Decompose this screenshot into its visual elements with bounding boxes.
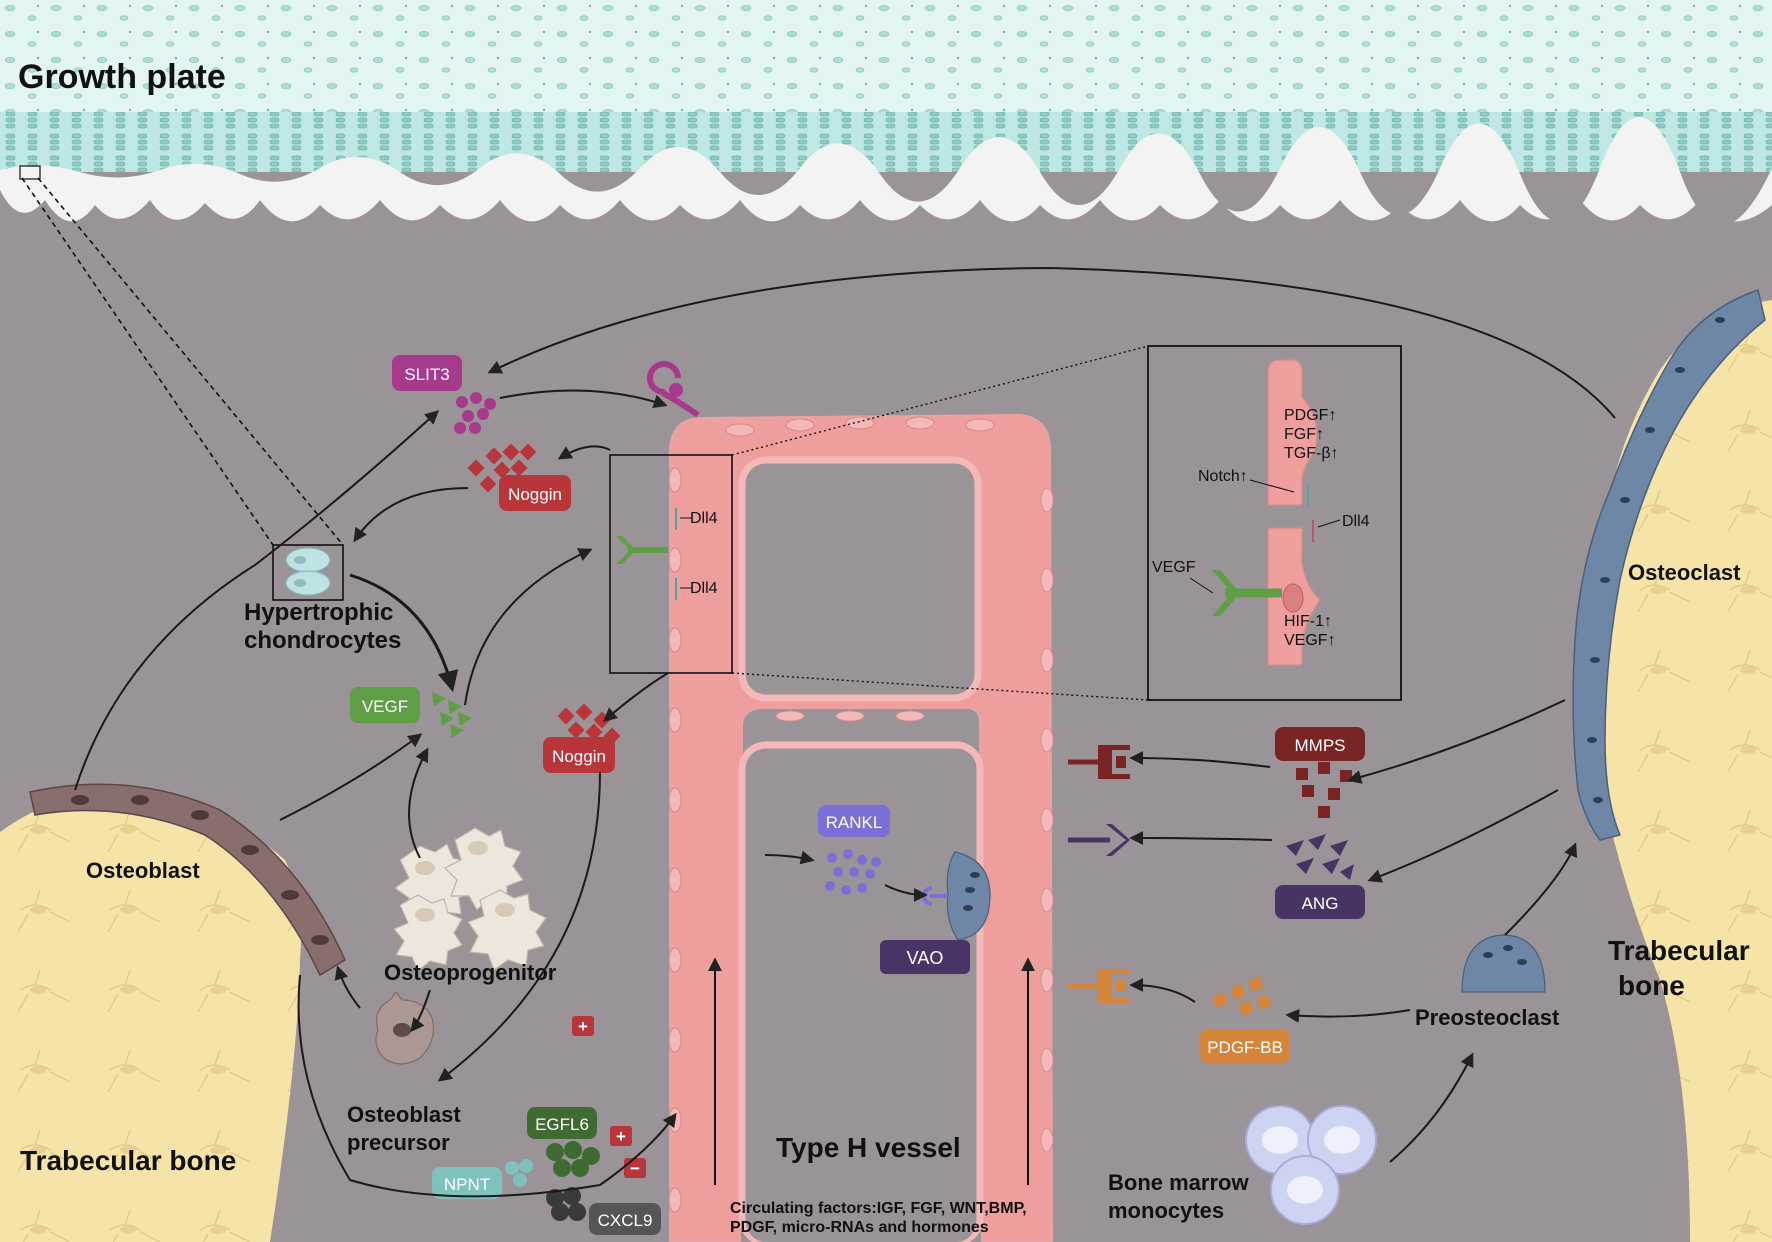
type-h-vessel: Type H vessel Circulating factors:IGF, F… bbox=[668, 413, 1054, 1242]
bone-marrow-monocytes-label-1: Bone marrow bbox=[1108, 1170, 1249, 1195]
npnt-box bbox=[432, 1167, 502, 1199]
slit3-box bbox=[392, 355, 462, 391]
noggin-mid-label: Noggin bbox=[552, 747, 606, 766]
notch-inset: PDGF↑ FGF↑ TGF-β↑ Notch↑ Dll4 VEGF HIF-1… bbox=[1147, 345, 1402, 701]
vessel-zoom-box bbox=[609, 454, 733, 674]
ang-group: ANG bbox=[1275, 834, 1365, 919]
npnt-label: NPNT bbox=[444, 1175, 490, 1194]
dll4-label-a: Dll4 bbox=[690, 510, 718, 527]
inset-pdgf: PDGF↑ bbox=[1284, 407, 1336, 424]
vao-label: VAO bbox=[907, 948, 944, 968]
trabecular-bone-right-label-2: bone bbox=[1618, 970, 1685, 1001]
cxcl9-label: CXCL9 bbox=[598, 1211, 653, 1230]
pathway-arrows bbox=[74, 266, 1616, 1198]
trabecular-bone-right: Trabecular bone bbox=[1594, 300, 1772, 1242]
inset-fgf: FGF↑ bbox=[1284, 426, 1324, 443]
noggin-mid-box bbox=[543, 737, 615, 773]
slit3-label: SLIT3 bbox=[404, 365, 449, 384]
inset-notch: Notch↑ bbox=[1198, 468, 1248, 485]
zoom-source-box bbox=[19, 165, 41, 180]
growth-plate-label: Growth plate bbox=[18, 58, 226, 96]
osteoblast-label: Osteoblast bbox=[86, 858, 200, 883]
cxcl9-box bbox=[589, 1203, 661, 1235]
vegf-box bbox=[350, 687, 420, 723]
mmps-label: MMPS bbox=[1295, 736, 1346, 755]
noggin-top-box bbox=[499, 475, 571, 511]
pdgf-bb-box bbox=[1200, 1029, 1290, 1063]
egfl6-label: EGFL6 bbox=[535, 1115, 589, 1134]
noggin-mid-group: Noggin bbox=[543, 703, 621, 773]
circulating-factors-line1: Circulating factors:IGF, FGF, WNT,BMP, bbox=[730, 1200, 1027, 1217]
osteoprogenitor-label: Osteoprogenitor bbox=[384, 960, 557, 985]
plus-sign-b: + bbox=[616, 1127, 626, 1146]
minus-sign: − bbox=[630, 1159, 640, 1178]
osteoblast-lining: Osteoblast bbox=[29, 783, 346, 977]
mmps-box bbox=[1275, 727, 1365, 761]
preosteoclast-label: Preosteoclast bbox=[1415, 1005, 1560, 1030]
rankl-vao-group: RANKL VAO bbox=[818, 805, 991, 974]
bone-marrow-monocytes: Bone marrow monocytes bbox=[1108, 1105, 1377, 1225]
noggin-top-label: Noggin bbox=[508, 485, 562, 504]
inset-hif1: HIF-1↑ bbox=[1284, 613, 1332, 630]
osteoclast-lining: Osteoclast bbox=[1572, 289, 1766, 841]
trabecular-bone-left-label: Trabecular bone bbox=[20, 1145, 236, 1176]
noggin-top-group: Noggin bbox=[467, 443, 571, 511]
pdgf-bb-label: PDGF-BB bbox=[1207, 1038, 1283, 1057]
bone-marrow-monocytes-label-2: monocytes bbox=[1108, 1198, 1224, 1223]
osteoblast-precursor: Osteoblast precursor bbox=[347, 991, 461, 1155]
type-h-vessel-label: Type H vessel bbox=[776, 1132, 961, 1163]
vegf-group: VEGF bbox=[350, 687, 472, 738]
plus-sign-a: + bbox=[578, 1017, 588, 1036]
rankl-label: RANKL bbox=[826, 813, 883, 832]
vao-box bbox=[880, 940, 970, 974]
growth-plate: Growth plate bbox=[0, 0, 1772, 240]
osteoblast-precursor-label-1: Osteoblast bbox=[347, 1102, 461, 1127]
osteoblast-precursor-label-2: precursor bbox=[347, 1130, 450, 1155]
rankl-box bbox=[818, 805, 890, 837]
pdgf-bb-group: PDGF-BB bbox=[1200, 976, 1290, 1063]
vegf-label: VEGF bbox=[362, 697, 408, 716]
egfl6-npnt-cxcl9: EGFL6 NPNT CXCL9 bbox=[432, 1107, 661, 1235]
trabecular-bone-right-label-1: Trabecular bbox=[1608, 935, 1750, 966]
mmps-group: MMPS bbox=[1275, 727, 1365, 818]
vessel-receptors: Dll4 Dll4 bbox=[616, 508, 718, 600]
inset-vegf-up: VEGF↑ bbox=[1284, 632, 1336, 649]
hypertrophic-chondrocytes: Hypertrophic chondrocytes bbox=[244, 544, 401, 654]
inset-dll4: Dll4 bbox=[1342, 513, 1370, 530]
inset-tgfb: TGF-β↑ bbox=[1284, 445, 1339, 462]
vessel-right-receptors bbox=[1068, 745, 1130, 1003]
osteoclast-label: Osteoclast bbox=[1628, 560, 1741, 585]
egfl6-box bbox=[527, 1107, 597, 1139]
preosteoclast: Preosteoclast bbox=[1415, 934, 1560, 1030]
inset-vegf: VEGF bbox=[1152, 559, 1196, 576]
slit3-group: SLIT3 bbox=[392, 355, 700, 434]
dll4-label-b: Dll4 bbox=[690, 580, 718, 597]
ang-box bbox=[1275, 885, 1365, 919]
ang-label: ANG bbox=[1302, 894, 1339, 913]
circulating-factors-line2: PDGF, micro-RNAs and hormones bbox=[730, 1219, 989, 1236]
hypertrophic-label-2: chondrocytes bbox=[244, 627, 401, 654]
trabecular-bone-left: Trabecular bone bbox=[0, 794, 301, 1242]
osteoprogenitor: Osteoprogenitor bbox=[384, 827, 557, 985]
hypertrophic-label-1: Hypertrophic bbox=[244, 599, 393, 626]
